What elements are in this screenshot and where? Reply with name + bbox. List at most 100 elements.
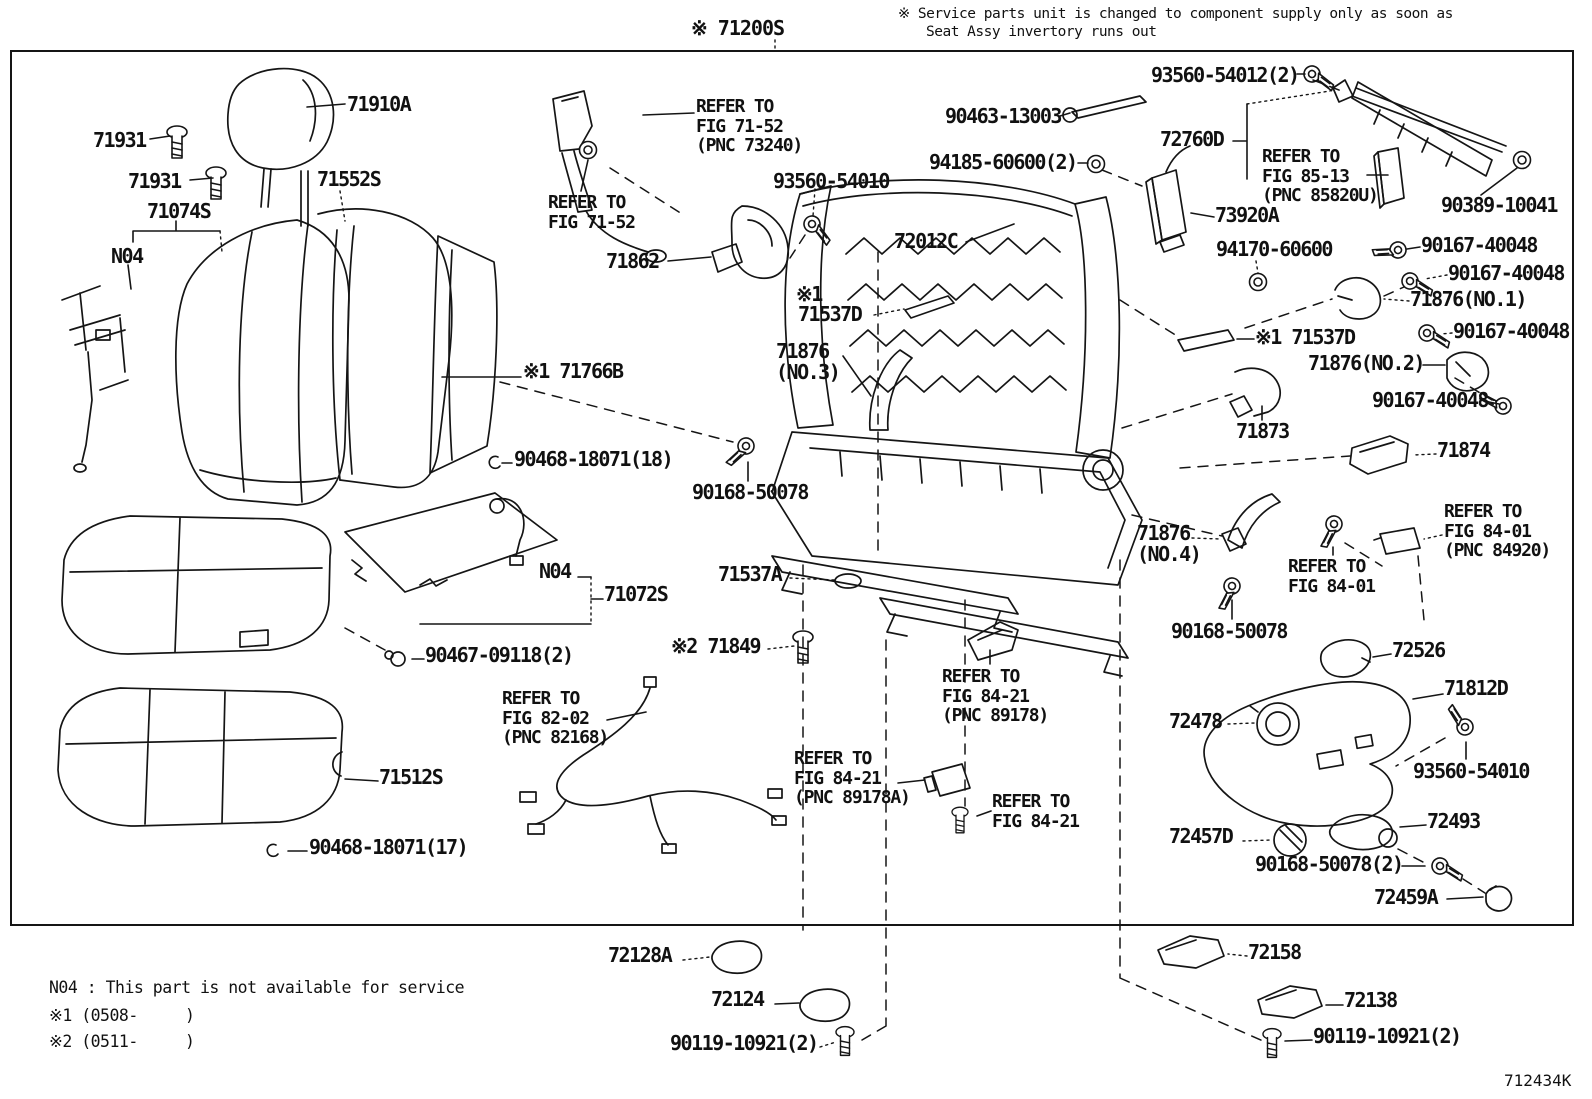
bolt-icon	[951, 806, 969, 834]
part-label-94185-60600: 94185-60600(2)	[929, 150, 1078, 174]
seat-back-cover	[174, 219, 350, 506]
service-note-line1: ※ Service parts unit is changed to compo…	[898, 6, 1453, 22]
knob-72457D	[1273, 823, 1307, 857]
footnote-x2: ※2 (0511- )	[49, 1032, 195, 1051]
clip-90467	[384, 650, 406, 667]
part-label-71876-no3: 71876 (NO.3)	[776, 339, 841, 384]
nut-icon	[1512, 150, 1532, 170]
bracket-fig84-21	[967, 621, 1019, 661]
screw-icon	[1416, 322, 1454, 349]
part-label-90168-50078-mid: 90168-50078	[692, 480, 809, 504]
strip-71537D-inner	[1177, 329, 1235, 352]
belt-guide	[711, 205, 789, 279]
part-label-71766B: ※1 71766B	[523, 359, 624, 383]
part-label-90167-40048-1: 90167-40048	[1421, 233, 1538, 257]
part-label-90468-18071-18: 90468-18071(18)	[514, 447, 674, 471]
part-label-71537A: 71537A	[718, 562, 783, 586]
screw-icon	[1320, 513, 1345, 550]
figure-code: ※ 71200S	[691, 16, 785, 40]
part-label-72138: 72138	[1344, 988, 1398, 1012]
nut-icon	[1248, 272, 1268, 292]
part-label-71849: ※2 71849	[671, 634, 762, 658]
construction-dashes	[344, 79, 1493, 1042]
bolt-icon	[1262, 1027, 1282, 1059]
part-label-72128A: 72128A	[608, 943, 673, 967]
part-label-94170-60600: 94170-60600	[1216, 237, 1333, 261]
part-label-71931-upper: 71931	[93, 128, 147, 152]
part-label-note-x1-mark: ※1	[796, 282, 823, 306]
part-label-90168-50078-2: 90168-50078(2)	[1255, 852, 1404, 876]
part-label-71931-lower: 71931	[128, 169, 182, 193]
diagram-border	[10, 50, 1574, 926]
part-label-72478: 72478	[1169, 709, 1223, 733]
handle-72478	[1249, 702, 1300, 746]
part-label-71072S: 71072S	[604, 582, 669, 606]
part-label-refer-fig82-02: REFER TO FIG 82-02 (PNC 82168)	[502, 688, 609, 748]
strip-71537D-outer	[904, 295, 955, 319]
cable-tie	[1062, 95, 1147, 123]
bezel-71876-no2	[1446, 351, 1490, 392]
cover-72124	[799, 988, 851, 1023]
bolt-icon	[205, 166, 227, 200]
part-label-90167-40048-3: 90167-40048	[1453, 319, 1570, 343]
cover-71873	[1229, 367, 1281, 418]
part-label-93560-54010-lower: 93560-54010	[1413, 759, 1530, 783]
part-label-71537D-inner: ※1 71537D	[1255, 325, 1356, 349]
cap-72459A	[1485, 885, 1513, 912]
cover-72138	[1257, 985, 1323, 1019]
document-code: 712434K	[1504, 1071, 1572, 1090]
back-wire-frame	[61, 285, 129, 473]
seat-cushion-pad	[57, 687, 344, 827]
part-label-71876-no2: 71876(NO.2)	[1308, 351, 1425, 375]
side-shield-71812D	[1203, 680, 1411, 827]
part-label-72158: 72158	[1248, 940, 1302, 964]
part-label-refer-fig84-21-pnc89178a: REFER TO FIG 84-21 (PNC 89178A)	[794, 748, 911, 808]
part-label-93560-54012: 93560-54012(2)	[1151, 63, 1300, 87]
part-label-71537D-outer: 71537D	[798, 302, 863, 326]
footnote-n04: N04 : This part is not available for ser…	[49, 978, 465, 997]
screw-icon	[725, 433, 758, 472]
seat-back-frame	[784, 179, 1121, 459]
part-label-72493: 72493	[1427, 809, 1481, 833]
handle-72493	[1328, 813, 1398, 851]
part-label-90463-13003: 90463-13003	[945, 104, 1062, 128]
cover-71874	[1349, 435, 1409, 475]
screw-icon	[1440, 703, 1478, 740]
part-label-71876-no1: 71876(NO.1)	[1410, 287, 1527, 311]
wire-harness	[519, 676, 787, 854]
hook-ring-icon	[266, 843, 279, 858]
part-label-72459A: 72459A	[1374, 885, 1439, 909]
part-label-refer-fig84-21-b: REFER TO FIG 84-21	[992, 791, 1080, 832]
part-label-refer-fig84-01: REFER TO FIG 84-01	[1288, 556, 1376, 597]
seat-heater-pad	[344, 492, 558, 593]
screw-icon	[1218, 575, 1243, 612]
part-label-72457D: 72457D	[1169, 824, 1234, 848]
part-label-71552S: 71552S	[317, 167, 382, 191]
seatbelt-amplifier	[1145, 145, 1191, 253]
part-label-90467-09118: 90467-09118(2)	[425, 643, 574, 667]
part-label-90119-10921-mid: 90119-10921(2)	[670, 1031, 819, 1055]
cover-72158	[1157, 935, 1225, 969]
seat-cushion-frame	[771, 431, 1143, 677]
part-label-71874: 71874	[1437, 438, 1491, 462]
pocket-72526	[1319, 639, 1372, 678]
part-label-90389-10041: 90389-10041	[1441, 193, 1558, 217]
part-label-90119-10921-right: 90119-10921(2)	[1313, 1024, 1462, 1048]
part-label-90167-40048-4: 90167-40048	[1372, 388, 1489, 412]
part-label-71910A: 71910A	[347, 92, 412, 116]
part-label-refer-fig84-21-pnc89178: REFER TO FIG 84-21 (PNC 89178)	[942, 666, 1049, 726]
part-label-N04-cushion: N04	[539, 559, 572, 583]
part-label-72012C: 72012C	[894, 229, 959, 253]
part-label-71812D: 71812D	[1444, 676, 1509, 700]
seat-cushion-cover	[61, 515, 332, 655]
bolt-icon	[166, 125, 188, 159]
bolt-icon	[835, 1025, 855, 1057]
nut-icon	[578, 140, 598, 160]
part-label-72526: 72526	[1392, 638, 1446, 662]
seat-back-board	[429, 235, 498, 474]
part-label-72760D: 72760D	[1160, 127, 1225, 151]
part-label-90468-18071-17: 90468-18071(17)	[309, 835, 469, 859]
switch-fig84-21	[923, 763, 971, 797]
hook-ring-icon	[488, 455, 501, 470]
